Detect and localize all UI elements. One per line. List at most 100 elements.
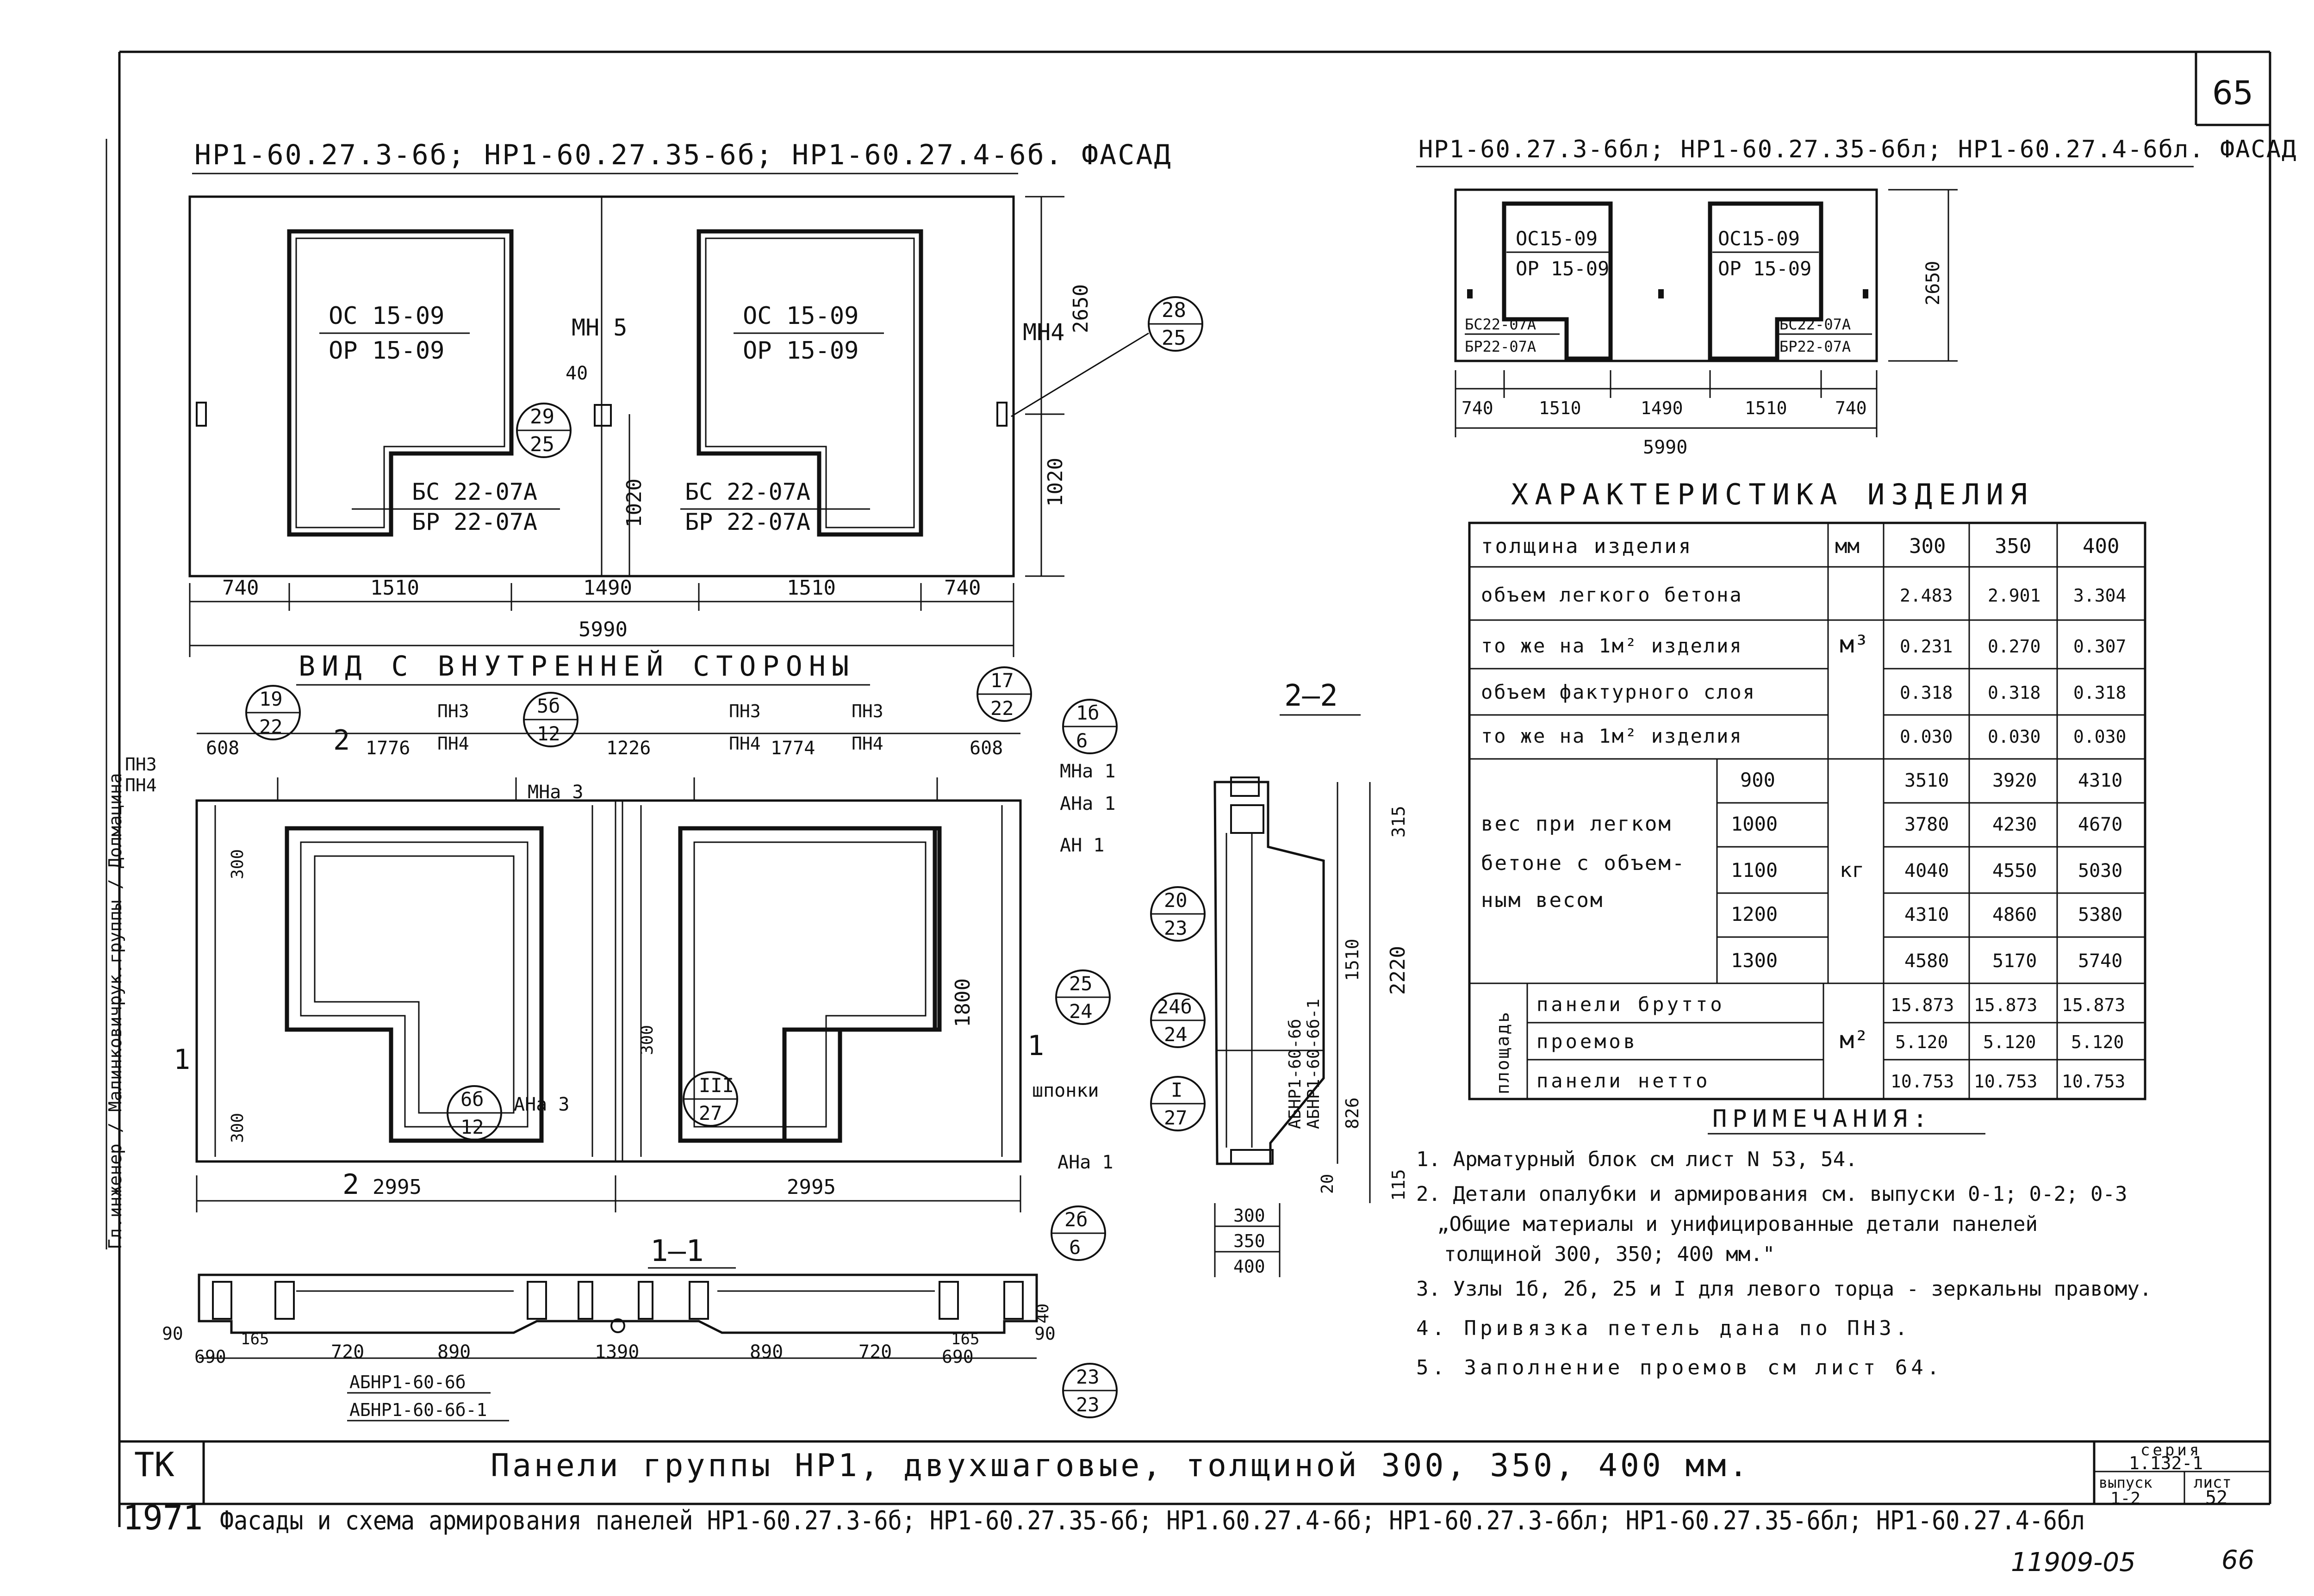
loop-label-pn4b: ПН4 xyxy=(437,733,469,754)
right-dim-740a: 740 xyxy=(1462,398,1493,418)
right-dim-740b: 740 xyxy=(1835,398,1867,418)
callout-6a: 6 xyxy=(1076,729,1088,752)
row1-label: объем легкого бетона xyxy=(1481,584,1743,606)
s22-callout-circles xyxy=(1150,886,1206,1048)
r2-300: 0.231 xyxy=(1900,636,1953,657)
section-mark-2a: 2 xyxy=(333,724,350,757)
area1-label: панели брутто xyxy=(1536,993,1725,1016)
r1-300: 2.483 xyxy=(1900,585,1953,606)
inner-view-title: ВИД С ВНУТРЕННЕЙ СТОРОНЫ xyxy=(299,649,855,683)
inner-dim-300b: 300 xyxy=(228,1113,247,1143)
left-door-1-top: БС 22-07А xyxy=(412,478,537,505)
note-4: 4. Привязка петель дана по ПН3. xyxy=(1416,1317,1911,1340)
th-mm: мм xyxy=(1835,534,1860,558)
loop-label-pn3a: ПН3 xyxy=(125,754,157,775)
w2-350: 4230 xyxy=(1992,814,2037,835)
area-unit: м² xyxy=(1840,1026,1869,1054)
wd-900: 900 xyxy=(1740,769,1775,791)
facade-left-title: НР1-60.27.3-6б; НР1-60.27.35-6б; НР1-60.… xyxy=(194,139,1172,171)
wd-1000: 1000 xyxy=(1731,813,1778,835)
s22-callout-24: 24 xyxy=(1164,1023,1188,1046)
s22-dim-1510: 1510 xyxy=(1342,938,1362,981)
section-2-2-drawing xyxy=(1213,776,1371,1277)
row4-label: то же на 1м² изделия xyxy=(1481,725,1743,747)
w5-300: 4580 xyxy=(1904,950,1949,972)
a3-350: 10.753 xyxy=(1974,1071,2037,1092)
s11-dim-1390: 1390 xyxy=(595,1341,639,1363)
callout-6c: 6 xyxy=(1069,1236,1081,1259)
callout-III: III xyxy=(699,1074,734,1097)
s22-dim-315: 315 xyxy=(1388,806,1409,838)
inner-callout-circles xyxy=(245,666,1206,1261)
left-dim-1490: 1490 xyxy=(583,576,632,600)
right-door-2-bottom: БР22-07А xyxy=(1779,338,1851,355)
s11-dim-90b: 90 xyxy=(1034,1323,1056,1344)
s11-dim-690a: 690 xyxy=(194,1347,226,1367)
callout-2b: 2б xyxy=(1064,1208,1088,1231)
a2-350: 5.120 xyxy=(1983,1032,2036,1052)
title-main: Панели группы НР1, двухшаговые, толщиной… xyxy=(491,1447,1751,1484)
r3-350: 0.318 xyxy=(1988,683,2040,703)
s11-callout-circle xyxy=(1062,1363,1118,1418)
r2-350: 0.270 xyxy=(1988,636,2040,657)
callout-25b: 25 xyxy=(530,433,554,456)
weight-unit: кг xyxy=(1840,858,1864,882)
callout-I: I xyxy=(1171,1079,1182,1101)
w2-300: 3780 xyxy=(1904,814,1949,835)
inner-dim-1226: 1226 xyxy=(606,738,651,759)
section-2-2-title: 2—2 xyxy=(1284,679,1338,713)
inner-dim-608a: 608 xyxy=(206,738,239,759)
facade-right-drawing xyxy=(1454,188,1958,437)
mark-mn4: МН4 xyxy=(1023,319,1064,346)
w4-400: 5380 xyxy=(2078,904,2122,925)
callout-29-25 xyxy=(516,403,572,458)
left-opening-1-top: ОС 15-09 xyxy=(329,302,444,330)
left-door-2-top: БС 22-07А xyxy=(685,478,810,505)
a1-350: 15.873 xyxy=(1974,995,2037,1015)
callout-12a: 12 xyxy=(537,722,560,745)
series-value: 1.132-1 xyxy=(2129,1453,2203,1473)
inner-dim-1776: 1776 xyxy=(366,738,410,759)
page-bottom: 66 xyxy=(2221,1545,2254,1575)
section-mark-2b: 2 xyxy=(342,1168,359,1201)
s22-label-a: АБНР1-60-6б xyxy=(1286,1019,1305,1129)
mark-mn5: МН 5 xyxy=(572,314,627,341)
mark-an1: АН 1 xyxy=(1060,835,1104,856)
note-1: 1. Арматурный блок см лист N 53, 54. xyxy=(1416,1148,1858,1171)
loop-label-pn3d: ПН3 xyxy=(852,701,883,721)
right-opening-2-top: ОС15-09 xyxy=(1718,227,1800,250)
wd-1200: 1200 xyxy=(1731,903,1778,925)
right-opening-1-top: ОС15-09 xyxy=(1516,227,1598,250)
w5-400: 5740 xyxy=(2078,950,2122,972)
s11-callout-23a: 23 xyxy=(1076,1366,1100,1388)
section-mark-1b: 1 xyxy=(1027,1030,1044,1062)
year: 1971 xyxy=(123,1498,203,1537)
weight-label-3: ным весом xyxy=(1481,888,1604,912)
s22-dim-400: 400 xyxy=(1233,1256,1265,1277)
a1-300: 15.873 xyxy=(1891,995,1954,1015)
s11-dim-690b: 690 xyxy=(942,1347,974,1367)
s11-dim-720a: 720 xyxy=(331,1341,364,1363)
a2-300: 5.120 xyxy=(1895,1032,1948,1052)
right-dim-1490: 1490 xyxy=(1641,398,1683,418)
title-sub: Фасады и схема армирования панелей НР1-6… xyxy=(220,1506,2085,1536)
inner-dim-2995a: 2995 xyxy=(373,1175,422,1199)
sheet-frame xyxy=(106,50,2271,1527)
inner-dim-1800: 1800 xyxy=(951,978,975,1027)
issue-value: 1-2 xyxy=(2110,1489,2140,1508)
left-dim-total: 5990 xyxy=(578,618,628,641)
mark-mna1: МНа 1 xyxy=(1060,761,1115,782)
a2-400: 5.120 xyxy=(2071,1032,2124,1052)
mark-mna3-top: МНа 3 xyxy=(528,782,583,803)
r3-300: 0.318 xyxy=(1900,683,1953,703)
right-door-1-bottom: БР22-07А xyxy=(1465,338,1536,355)
dim-40: 40 xyxy=(566,363,588,384)
s22-callout-23: 23 xyxy=(1164,917,1188,939)
th-350: 350 xyxy=(1995,534,2031,558)
w1-400: 4310 xyxy=(2078,770,2122,791)
note-3: 3. Узлы 1б, 2б, 25 и I для левого торца … xyxy=(1416,1277,2152,1301)
facade-left-drawing xyxy=(188,195,1015,578)
vol-unit: м³ xyxy=(1840,631,1869,658)
left-dim-1510b: 1510 xyxy=(787,576,836,600)
